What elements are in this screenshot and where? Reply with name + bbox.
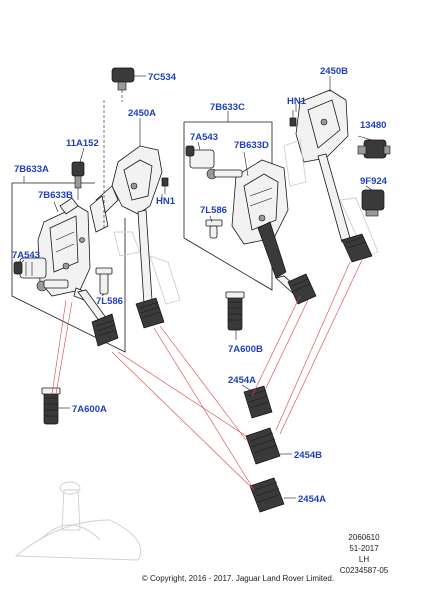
left-assembly-box xyxy=(11,183,126,353)
callout-HN1-middle: HN1 xyxy=(156,196,176,207)
right-master-cylinder xyxy=(185,145,243,180)
accelerator-bracket-2450B xyxy=(283,89,379,263)
callout-7A600A: 7A600A xyxy=(72,404,107,415)
clip-7L586-right xyxy=(205,219,223,239)
sensor-7C534 xyxy=(103,67,135,228)
clip-7L586-left xyxy=(95,267,113,295)
left-pedal-bracket xyxy=(37,197,91,301)
footer-date: 51-2017 xyxy=(349,544,379,553)
boot-7A600A xyxy=(41,387,61,425)
callout-7B633B: 7B633B xyxy=(38,190,73,201)
switch-11A152 xyxy=(71,161,85,200)
callout-7B633A: 7B633A xyxy=(14,164,49,175)
callout-9F924: 9F924 xyxy=(360,176,388,187)
callout-2454A-upper: 2454A xyxy=(228,375,256,386)
pedal-pad-2454B xyxy=(245,427,281,465)
pedal-pad-2454A-upper xyxy=(243,385,273,419)
switch-13480 xyxy=(357,139,391,159)
callout-2450A: 2450A xyxy=(128,108,156,119)
leader-lines xyxy=(21,75,373,499)
callout-2454A-lower: 2454A xyxy=(298,494,326,505)
right-brake-pedal-arm xyxy=(275,273,317,305)
callout-13480: 13480 xyxy=(360,120,386,131)
callout-7B633D: 7B633D xyxy=(234,140,269,151)
left-clutch-pedal-arm xyxy=(77,289,119,347)
boot-7A600B xyxy=(225,291,245,331)
callout-2450B: 2450B xyxy=(320,66,348,77)
left-master-cylinder xyxy=(13,257,69,292)
footer-copyright: © Copyright, 2016 - 2017. Jaguar Land Ro… xyxy=(142,574,334,583)
callout-7A543-right: 7A543 xyxy=(190,132,218,143)
callout-7L586-right: 7L586 xyxy=(200,205,227,216)
footer-side: LH xyxy=(359,555,369,564)
correspondence-lines xyxy=(51,259,363,491)
middle-pedal-assembly xyxy=(89,145,181,329)
callout-7B633C: 7B633C xyxy=(210,102,245,113)
right-pedal-bracket xyxy=(231,159,289,279)
sensor-9F924 xyxy=(361,189,385,217)
footer-code: 2060610 xyxy=(348,533,380,542)
callout-11A152: 11A152 xyxy=(66,138,99,149)
gear-lever-ghost xyxy=(14,481,142,561)
footer-ref: C0234587-05 xyxy=(340,566,389,575)
bolt-HN1-middle xyxy=(161,177,169,194)
callout-2454B: 2454B xyxy=(294,450,322,461)
callout-7L586-left: 7L586 xyxy=(96,296,123,307)
callout-7C534: 7C534 xyxy=(148,72,177,83)
right-assembly-box xyxy=(183,121,273,291)
pedal-pad-2454A-lower xyxy=(249,477,285,513)
callout-7A600B: 7A600B xyxy=(228,344,263,355)
bolt-HN1-top xyxy=(289,110,297,127)
callout-7A543-left: 7A543 xyxy=(12,250,40,261)
callout-HN1-top: HN1 xyxy=(287,96,307,107)
